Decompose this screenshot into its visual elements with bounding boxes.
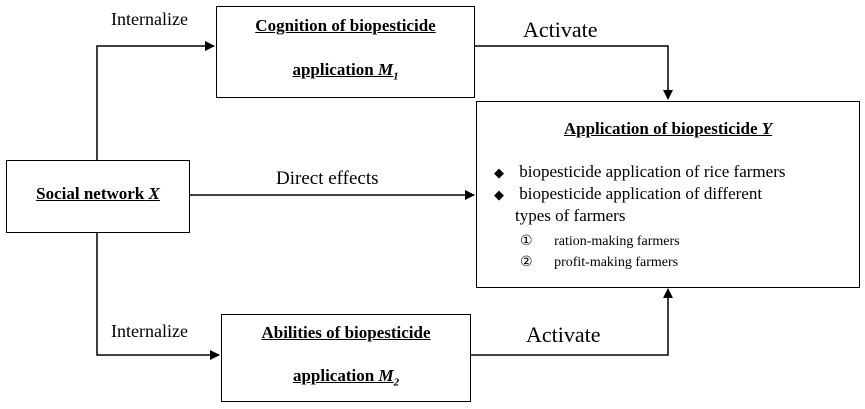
node-abilities: Abilities of biopesticide application M2 [221,314,471,402]
node-abilities-sub: 2 [393,376,400,389]
edge-internalize-top [96,41,215,160]
bullet-continuation: types of farmers [515,206,626,225]
bullet-item: ◆ biopesticide application of rice farme… [494,162,785,182]
edge-internalize-bottom [96,233,220,360]
edge-label-internalize-top: Internalize [111,9,188,29]
diamond-bullet-icon: ◆ [494,165,504,180]
node-cognition-line2: application M1 [292,60,399,83]
diamond-bullet-icon: ◆ [494,187,504,202]
node-cognition-var: M [377,60,394,79]
node-abilities-line2: application M2 [292,366,400,389]
node-cognition-line1: Cognition of biopesticide [255,16,436,35]
node-abilities-var: M [378,366,394,385]
edge-label-activate-top: Activate [523,17,598,42]
node-social-network-var: X [148,184,160,203]
edge-label-direct-effects: Direct effects [276,168,379,189]
node-social-network: Social network X [6,160,190,233]
node-application: Application of biopesticide Y ◆ biopesti… [476,101,860,288]
sub-item-text: ration-making farmers [554,234,680,249]
sub-item-text: profit-making farmers [554,255,679,270]
edge-activate-top [475,45,673,100]
bullet-text: biopesticide application of rice farmers [519,162,786,181]
circled-one-marker: ① [520,234,533,249]
circled-two-marker: ② [520,255,533,270]
edge-activate-bottom [471,288,673,356]
node-application-var: Y [761,119,773,138]
bullet-item: ◆ biopesticide application of different [494,184,762,204]
edge-label-internalize-bottom: Internalize [111,321,188,341]
node-cognition: Cognition of biopesticide application M1 [216,6,475,98]
node-social-network-label: Social network X [36,184,160,203]
edge-label-activate-bottom: Activate [526,322,601,347]
bullet-text: biopesticide application of different [519,184,763,203]
node-cognition-sub: 1 [393,70,399,83]
node-application-title: Application of biopesticide Y [563,119,773,138]
node-abilities-line1: Abilities of biopesticide [261,323,431,342]
sub-item: ① ration-making farmers [520,233,680,250]
sub-item: ② profit-making farmers [520,254,678,271]
